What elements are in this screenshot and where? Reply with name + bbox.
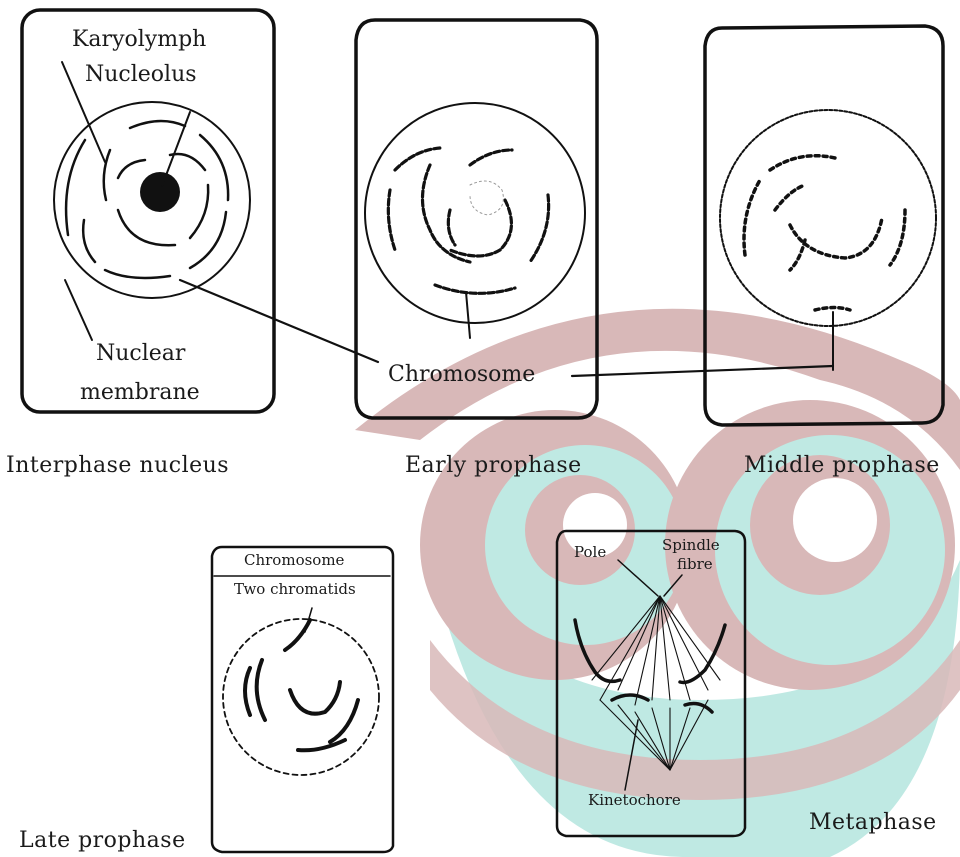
late-prophase-chromatids	[245, 620, 358, 750]
label-two-chromatids: Two chromatids	[234, 582, 356, 597]
caption-early-prophase: Early prophase	[405, 455, 582, 477]
label-late-chromosome: Chromosome	[244, 553, 344, 568]
middle-prophase-chromosomes	[744, 156, 905, 310]
label-chromosome: Chromosome	[388, 364, 535, 386]
label-karyolymph: Karyolymph	[72, 29, 206, 51]
label-fibre: fibre	[677, 557, 713, 572]
early-prophase-panel	[356, 20, 597, 418]
interphase-nucleolus	[140, 172, 180, 212]
metaphase-chromosomes	[575, 620, 725, 712]
caption-middle-prophase: Middle prophase	[744, 455, 940, 477]
early-prophase-chromosomes	[388, 148, 548, 293]
early-prophase-frame	[356, 20, 597, 418]
label-membrane: membrane	[80, 382, 200, 404]
label-pole: Pole	[574, 545, 606, 560]
early-prophase-nucleolus-faint	[470, 181, 503, 215]
caption-interphase-nucleus: Interphase nucleus	[6, 455, 229, 477]
label-nuclear: Nuclear	[96, 343, 185, 365]
early-prophase-leader	[466, 292, 470, 338]
label-kinetochore: Kinetochore	[588, 793, 681, 808]
caption-metaphase: Metaphase	[809, 812, 937, 834]
label-spindle: Spindle	[662, 538, 720, 553]
metaphase-leaders	[618, 560, 682, 790]
middle-prophase-frame	[705, 26, 943, 425]
early-prophase-nuclear-membrane	[365, 103, 585, 323]
caption-late-prophase: Late prophase	[19, 830, 186, 852]
middle-prophase-panel	[705, 26, 943, 425]
label-nucleolus: Nucleolus	[85, 64, 197, 86]
